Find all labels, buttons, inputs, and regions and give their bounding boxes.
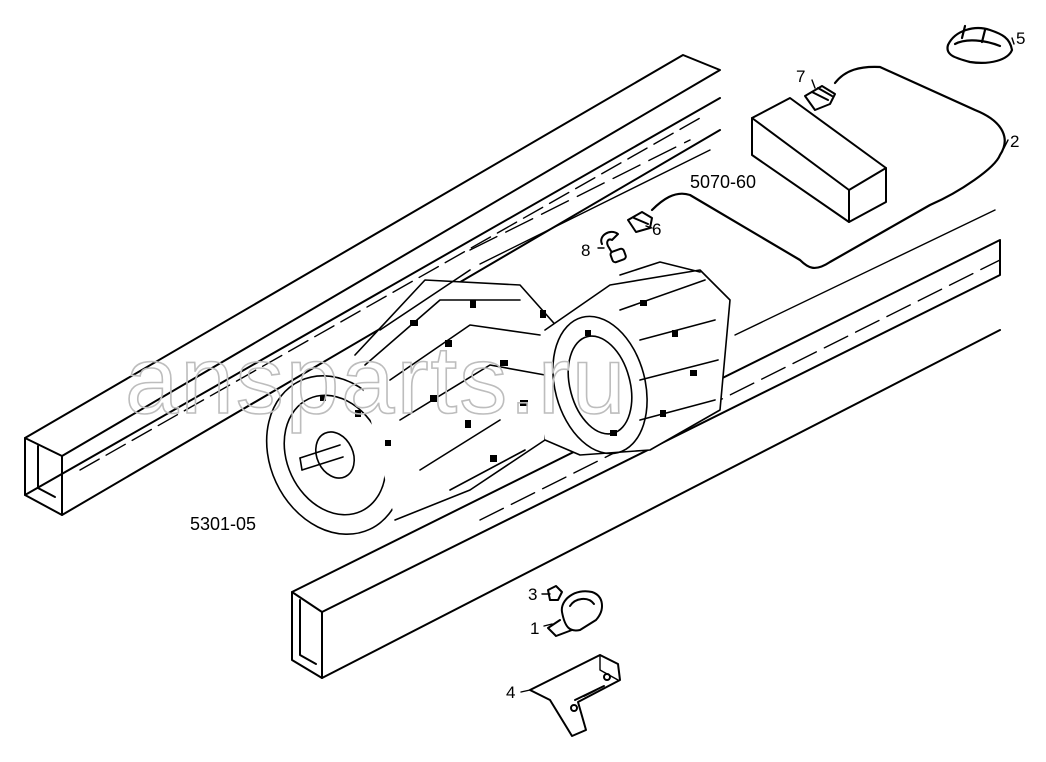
part-5-cable-clamp [946,24,1014,64]
callout-6: 6 [652,220,661,239]
callout-5: 5 [1016,29,1025,48]
ref-label-transmission: 5301-05 [190,514,256,534]
part-8-pipe-elbow [600,230,627,264]
part-6-connector [627,211,653,233]
callout-4: 4 [506,683,515,702]
control-unit-box [751,97,887,223]
callout-8: 8 [581,241,590,260]
part-4-mounting-bracket [529,654,621,737]
part-3-nut [547,585,563,601]
watermark-text: ansparts.ru [125,327,627,434]
part-7-connector [804,85,836,111]
callout-3: 3 [528,585,537,604]
part-1-bracket-clip [547,590,603,637]
transmission-assembly [265,261,731,536]
leader-lines [520,37,1015,693]
wiring-harness [650,65,1006,269]
ref-label-harness: 5070-60 [690,172,756,192]
callout-1: 1 [530,619,539,638]
callout-7: 7 [796,67,805,86]
callout-2: 2 [1010,132,1019,151]
